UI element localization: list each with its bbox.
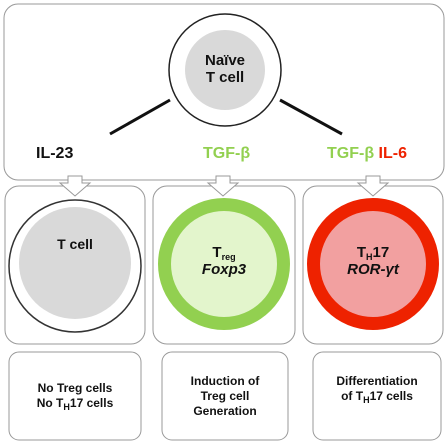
t-cell-nucleus [19,207,131,319]
th17-cell-name: TH17 [356,244,390,262]
outcome-middle-line3: Generation [193,404,257,418]
outcome-left-line2: No TH17 cells [36,396,114,412]
arrow-down-right [356,175,390,197]
outcome-left-line1: No Treg cells [37,381,113,395]
label-tgfb: TGF-β [203,145,251,162]
treg-cell-nucleus [171,211,277,317]
label-il6: IL-6 [378,145,407,162]
arrow-down-middle [206,175,240,197]
th17-cell-label: TH17 ROR-γt [333,244,413,278]
outcome-right-line2: of TH17 cells [341,389,413,405]
label-tgfb-2: TGF-β [327,145,375,162]
th17-cell-gene: ROR-γt [347,261,399,278]
outcome-middle-line2: Treg cell [200,389,250,403]
label-il23: IL-23 [36,145,74,162]
outcome-middle-line1: Induction of [190,374,260,388]
naive-t-cell-line2: T cell [205,69,245,86]
outcome-left-text: No Treg cells No TH17 cells [9,381,141,412]
label-tgfb-il6: TGF-β IL-6 [327,145,407,163]
branch-line-left [109,98,171,136]
treg-cell-label: Treg Foxp3 [184,244,264,278]
outcome-right-line1: Differentiation [336,374,418,388]
t-cell-label: T cell [57,236,93,252]
outcome-middle-text: Induction of Treg cell Generation [162,374,288,419]
treg-cell-gene: Foxp3 [201,261,247,278]
treg-cell-name: Treg [212,244,236,262]
outcome-box-middle [161,351,289,441]
branch-line-right [279,98,343,136]
naive-t-cell-label: Naïve T cell [185,52,265,86]
th17-cell-nucleus [320,211,426,317]
outcome-right-text: Differentiation of TH17 cells [313,374,441,405]
naive-t-cell-line1: Naïve [204,52,246,69]
outcome-box-right [312,351,442,441]
naive-t-cell-nucleus [185,30,265,110]
arrow-down-left [58,175,92,197]
outcome-box-left [8,351,142,441]
